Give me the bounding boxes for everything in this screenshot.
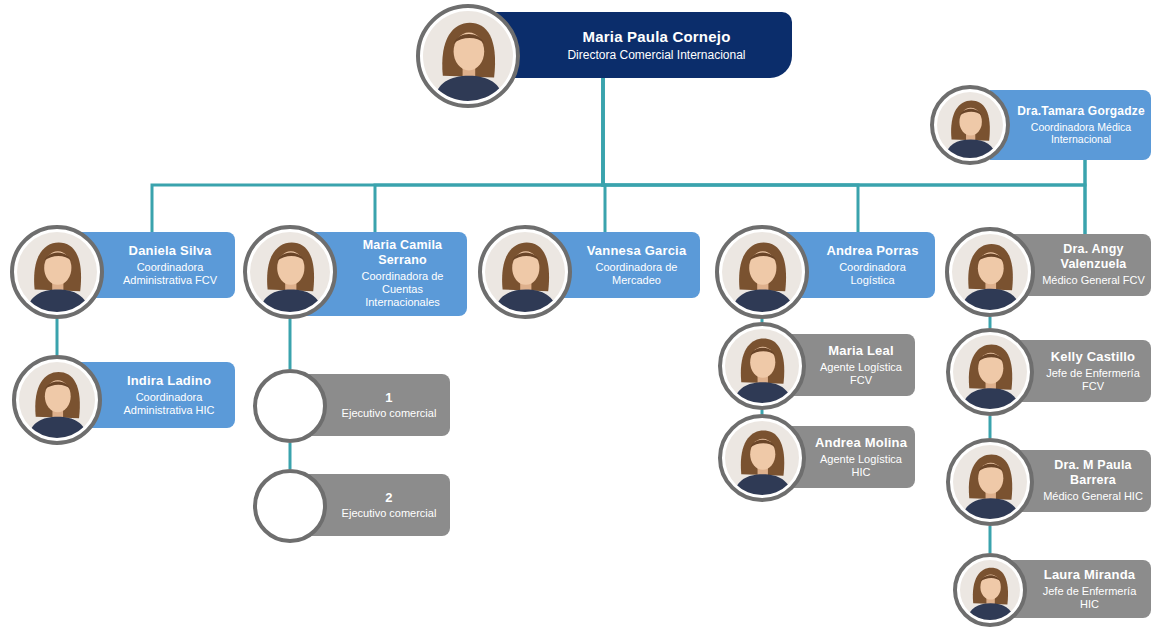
org-connector	[989, 317, 992, 328]
person-role: Jefe de Enfermería HIC	[1034, 585, 1145, 611]
person-card: Kelly CastilloJefe de Enfermería FCV	[1005, 340, 1151, 402]
photo-frame	[253, 469, 327, 543]
person-card: Maria LealAgente Logística FCV	[777, 334, 915, 396]
portrait	[17, 232, 97, 312]
person-name: Indira Ladino	[109, 373, 229, 389]
person-card: Andrea MolinaAgente Logística HIC	[777, 426, 915, 488]
portrait	[937, 92, 1003, 158]
photo-frame	[946, 438, 1034, 526]
org-connector	[603, 78, 858, 232]
person-name: 1	[334, 390, 444, 406]
org-connector	[152, 78, 603, 232]
portrait	[250, 232, 330, 312]
person-name: Andrea Molina	[813, 435, 909, 451]
person-card: Dra. M Paula BarreraMédico General HIC	[1005, 450, 1151, 512]
person-role: Agente Logística FCV	[813, 361, 909, 387]
portrait	[952, 234, 1028, 310]
person-name: Daniela Silva	[111, 243, 229, 259]
person-name: Maria Paula Cornejo	[527, 28, 786, 46]
photo-frame	[243, 225, 337, 319]
person-role: Ejecutivo comercial	[334, 407, 444, 420]
person-role: Coordinadora Logística	[816, 261, 929, 287]
person-name: Kelly Castillo	[1041, 349, 1145, 365]
person-card: Maria Camila SerranoCoordinadora de Cuen…	[305, 232, 467, 316]
person-card: Laura MirandaJefe de Enfermería HIC	[1000, 560, 1151, 618]
person-name: Dra. M Paula Barrera	[1041, 458, 1145, 488]
person-card: Indira LadinoCoordinadora Administrativa…	[72, 362, 235, 428]
person-card: Dra.Tamara GorgadzeCoordinadora Médica I…	[990, 90, 1151, 160]
photo-frame	[416, 4, 520, 108]
portrait	[960, 560, 1020, 620]
person-role: Directora Comercial Internacional	[527, 48, 786, 62]
person-role: Médico General HIC	[1041, 490, 1145, 503]
portrait	[485, 232, 565, 312]
portrait	[19, 362, 95, 438]
person-role: Agente Logística HIC	[813, 453, 909, 479]
person-card: Vannesa GarciaCoordinadora de Mercadeo	[540, 232, 700, 298]
photo-frame	[478, 225, 572, 319]
person-role: Coordinadora de Mercadeo	[579, 261, 694, 287]
person-card: 1Ejecutivo comercial	[300, 374, 450, 436]
org-connector	[56, 319, 59, 355]
person-name: Vannesa Garcia	[579, 243, 694, 259]
person-role: Ejecutivo comercial	[334, 507, 444, 520]
photo-frame	[945, 227, 1035, 317]
person-name: Dra.Tamara Gorgadze	[1017, 104, 1145, 118]
photo-frame	[718, 414, 806, 502]
org-connector	[289, 319, 292, 369]
photo-frame	[930, 85, 1010, 165]
person-role: Coordinadora Administrativa HIC	[109, 391, 229, 417]
org-connector	[989, 526, 992, 553]
photo-frame	[953, 553, 1027, 627]
person-card: Maria Paula CornejoDirectora Comercial I…	[490, 12, 792, 78]
person-name: 2	[334, 490, 444, 506]
person-name: Andrea Porras	[816, 243, 929, 259]
person-name: Dra. Angy Valenzuela	[1042, 242, 1145, 272]
photo-frame	[12, 355, 102, 445]
org-connector	[1084, 160, 1087, 234]
portrait	[725, 329, 799, 403]
person-name: Maria Leal	[813, 343, 909, 359]
person-role: Coordinadora Administrativa FCV	[111, 261, 229, 287]
portrait	[423, 11, 513, 101]
photo-frame	[718, 322, 806, 410]
photo-frame	[715, 225, 809, 319]
portrait	[725, 421, 799, 495]
portrait	[953, 335, 1027, 409]
person-card: 2Ejecutivo comercial	[300, 474, 450, 536]
photo-frame	[253, 369, 327, 443]
portrait	[722, 232, 802, 312]
person-card: Daniela SilvaCoordinadora Administrativa…	[72, 232, 235, 298]
org-connector	[289, 443, 292, 469]
person-name: Laura Miranda	[1034, 567, 1145, 583]
person-card: Andrea PorrasCoordinadora Logística	[777, 232, 935, 298]
photo-frame	[946, 328, 1034, 416]
photo-frame	[10, 225, 104, 319]
person-role: Coordinadora Médica Internacional	[1017, 121, 1145, 146]
portrait	[953, 445, 1027, 519]
person-role: Médico General FCV	[1042, 274, 1145, 287]
person-card: Dra. Angy ValenzuelaMédico General FCV	[1005, 234, 1151, 296]
person-role: Jefe de Enfermería FCV	[1041, 367, 1145, 393]
org-connector	[989, 416, 992, 438]
person-name: Maria Camila Serrano	[344, 238, 461, 268]
person-role: Coordinadora de Cuentas Internacionales	[344, 270, 461, 310]
